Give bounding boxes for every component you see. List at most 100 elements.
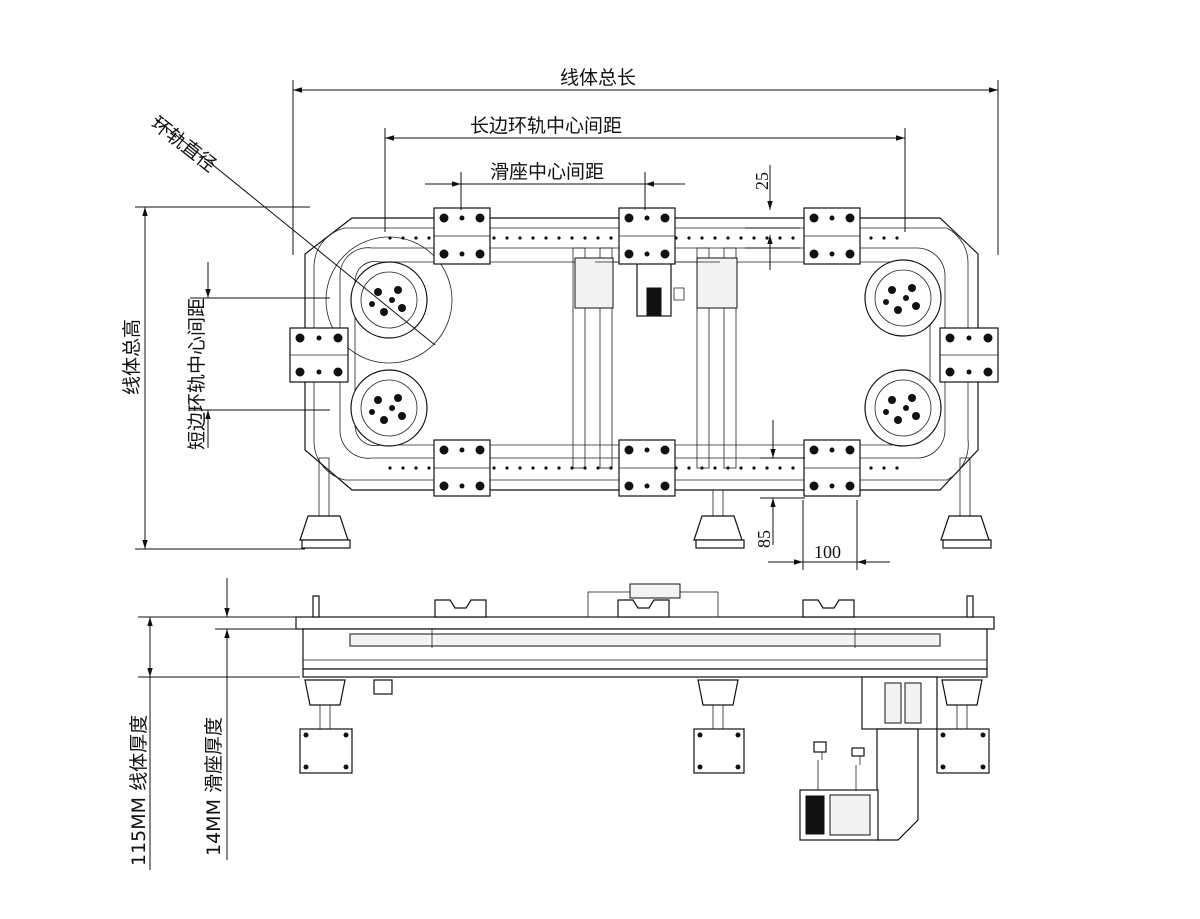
rail-hole xyxy=(778,466,782,470)
inner-ring-track xyxy=(339,247,946,459)
slides xyxy=(289,207,999,497)
side-leg-left xyxy=(299,679,353,774)
rail-hole xyxy=(518,466,522,470)
rail-hole xyxy=(752,466,756,470)
rail-hole xyxy=(401,466,405,470)
slide-center-label: 滑座中心间距 xyxy=(490,161,604,183)
rail-hole xyxy=(791,466,795,470)
support-post-3 xyxy=(696,247,710,469)
rail-hole xyxy=(570,236,574,240)
rail-hole xyxy=(414,466,418,470)
rail-hole xyxy=(544,466,548,470)
rail-hole xyxy=(505,466,509,470)
support-post-4 xyxy=(723,247,737,469)
slide-block xyxy=(433,439,491,497)
sprocket-top-right xyxy=(864,259,942,337)
short-side-ring-label: 短边环轨中心间距 xyxy=(186,298,208,450)
slide-block xyxy=(803,439,861,497)
rail-hole xyxy=(687,466,691,470)
side-view: 115MM 线体厚度 14MM 滑座厚度 xyxy=(128,578,995,870)
drive-motor xyxy=(799,676,938,841)
ring-diameter-label: 环轨直径 xyxy=(147,113,220,177)
sprocket-bottom-right xyxy=(864,369,942,447)
bracket-right xyxy=(696,257,738,309)
bracket-left xyxy=(574,257,614,309)
rail-hole xyxy=(583,236,587,240)
rail-hole xyxy=(700,236,704,240)
rail-hole xyxy=(557,466,561,470)
rail-hole xyxy=(531,466,535,470)
rail-hole xyxy=(388,466,392,470)
side-leg-middle xyxy=(693,679,745,774)
rail-hole xyxy=(687,236,691,240)
rail-hole xyxy=(882,466,886,470)
rail-hole xyxy=(713,466,717,470)
rail-hole xyxy=(739,236,743,240)
dim-85-label: 85 xyxy=(754,530,774,548)
side-bolt xyxy=(373,679,393,695)
rail-hole xyxy=(882,236,886,240)
support-post-1 xyxy=(572,247,586,469)
rail-hole xyxy=(765,466,769,470)
dim-25-label: 25 xyxy=(752,172,772,190)
sprocket-bottom-left xyxy=(350,369,428,447)
rail-hole xyxy=(531,236,535,240)
long-side-ring-label: 长边环轨中心间距 xyxy=(470,115,622,137)
slide-block xyxy=(618,439,676,497)
side-leg-right xyxy=(936,679,990,774)
rail-hole xyxy=(414,236,418,240)
side-slide-1 xyxy=(434,599,487,618)
rail-hole xyxy=(778,236,782,240)
rail-hole xyxy=(895,236,899,240)
rail-hole xyxy=(505,236,509,240)
ring-diameter-leader xyxy=(154,117,436,346)
pin-left xyxy=(312,595,320,618)
rail-hole xyxy=(427,236,431,240)
bottom-rail xyxy=(302,668,988,678)
rail-hole xyxy=(752,236,756,240)
rail-hole xyxy=(518,236,522,240)
side-slide-2 xyxy=(617,599,670,618)
rail-hole xyxy=(596,236,600,240)
rail-hole xyxy=(609,236,613,240)
rail-hole xyxy=(596,466,600,470)
top-view: 线体总长 长边环轨中心间距 滑座中心间距 25 线体总高 短边环轨中心间距 环轨… xyxy=(121,67,999,570)
leg-right xyxy=(940,457,992,549)
slide-block xyxy=(803,207,861,265)
rail-hole xyxy=(869,466,873,470)
support-post-2 xyxy=(599,247,613,469)
slide-block xyxy=(433,207,491,265)
actuator-head xyxy=(646,287,662,317)
rail-hole xyxy=(492,466,496,470)
rail-hole xyxy=(869,236,873,240)
slide-thickness-label: 14MM 滑座厚度 xyxy=(203,717,225,856)
rail-hole xyxy=(427,466,431,470)
rail-hole xyxy=(557,236,561,240)
side-slide-3 xyxy=(802,599,855,618)
frame-outline xyxy=(304,217,979,491)
pin-right xyxy=(966,595,974,618)
outer-ring-track xyxy=(313,227,969,481)
top-plate xyxy=(295,616,995,630)
sprocket-top-left xyxy=(350,261,428,339)
rail-hole xyxy=(895,466,899,470)
slide-block xyxy=(618,207,676,265)
leg-middle xyxy=(693,489,745,549)
rail-hole xyxy=(492,236,496,240)
beam-panel xyxy=(349,633,941,647)
ring-diameter-circle xyxy=(325,236,453,364)
rail-hole xyxy=(726,236,730,240)
rail-hole xyxy=(739,466,743,470)
rail-hole xyxy=(765,236,769,240)
line-thickness-label: 115MM 线体厚度 xyxy=(128,715,150,866)
total-length-label: 线体总长 xyxy=(560,67,636,89)
slide-block xyxy=(289,327,349,383)
rail-hole xyxy=(791,236,795,240)
leg-left xyxy=(299,457,351,549)
rail-hole xyxy=(713,236,717,240)
dim-100-label: 100 xyxy=(814,542,841,562)
total-height-label: 线体总高 xyxy=(121,319,143,395)
rail-hole xyxy=(544,236,548,240)
slide-block xyxy=(939,327,999,383)
